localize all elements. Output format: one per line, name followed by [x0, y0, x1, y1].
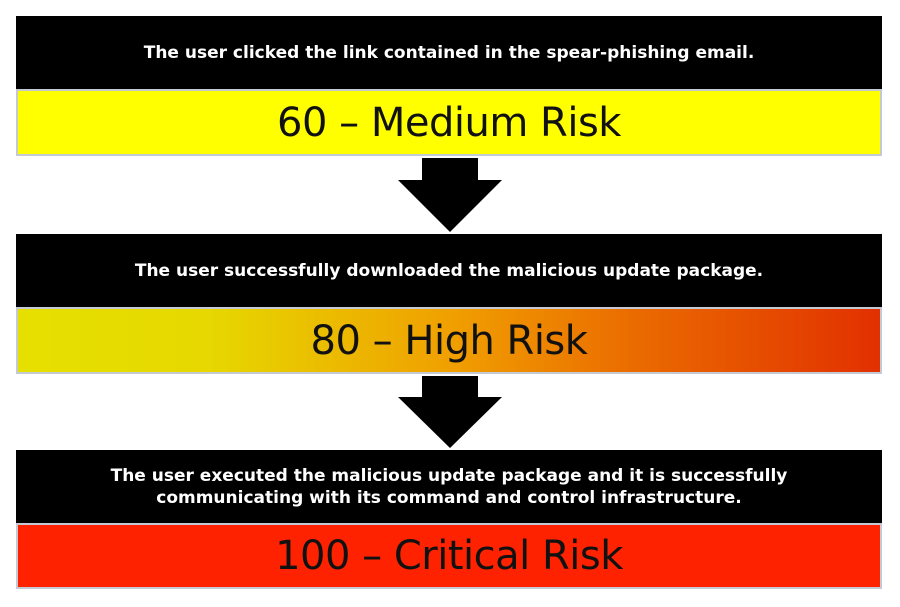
step-1-description: The user clicked the link contained in t… — [16, 16, 882, 89]
step-2-risk-level: 80 – High Risk — [16, 307, 882, 374]
step-3-description: The user executed the malicious update p… — [16, 450, 882, 523]
step-1-risk-level: 60 – Medium Risk — [16, 89, 882, 156]
step-3-risk-level: 100 – Critical Risk — [16, 523, 882, 589]
arrow-down-icon — [398, 158, 502, 232]
step-2-description: The user successfully downloaded the mal… — [16, 234, 882, 307]
arrow-down-icon — [398, 376, 502, 448]
